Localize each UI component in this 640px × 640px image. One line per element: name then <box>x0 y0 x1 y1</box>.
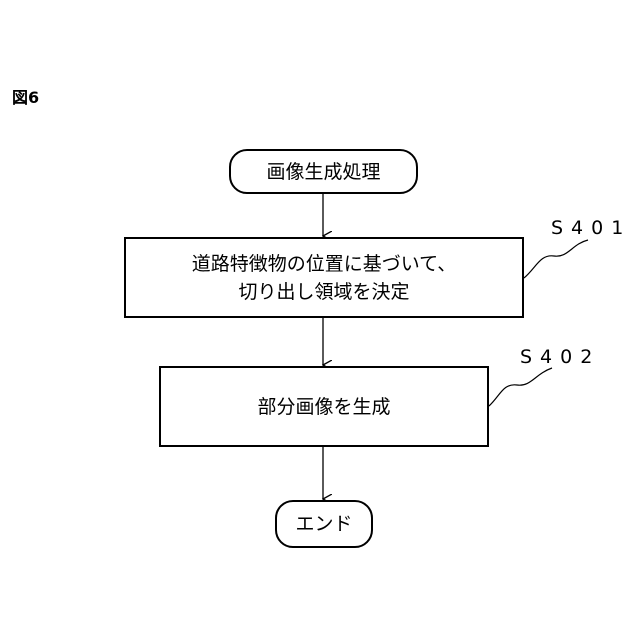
start-terminal: 画像生成処理 <box>229 149 418 194</box>
start-terminal-text: 画像生成処理 <box>266 158 380 186</box>
end-terminal: エンド <box>275 500 373 548</box>
leader-s401 <box>524 240 588 278</box>
process-text-s401-line2: 切り出し領域を決定 <box>238 278 409 306</box>
step-code-s402: S402 <box>520 346 600 368</box>
process-box-s401: 道路特徴物の位置に基づいて、 切り出し領域を決定 <box>124 237 524 318</box>
end-terminal-text: エンド <box>295 510 352 538</box>
process-text-s402: 部分画像を生成 <box>257 393 390 421</box>
process-box-s402: 部分画像を生成 <box>159 366 489 447</box>
process-text-s401-line1: 道路特徴物の位置に基づいて、 <box>192 250 456 278</box>
leader-s402 <box>489 368 552 406</box>
step-code-s401: S401 <box>551 217 631 239</box>
